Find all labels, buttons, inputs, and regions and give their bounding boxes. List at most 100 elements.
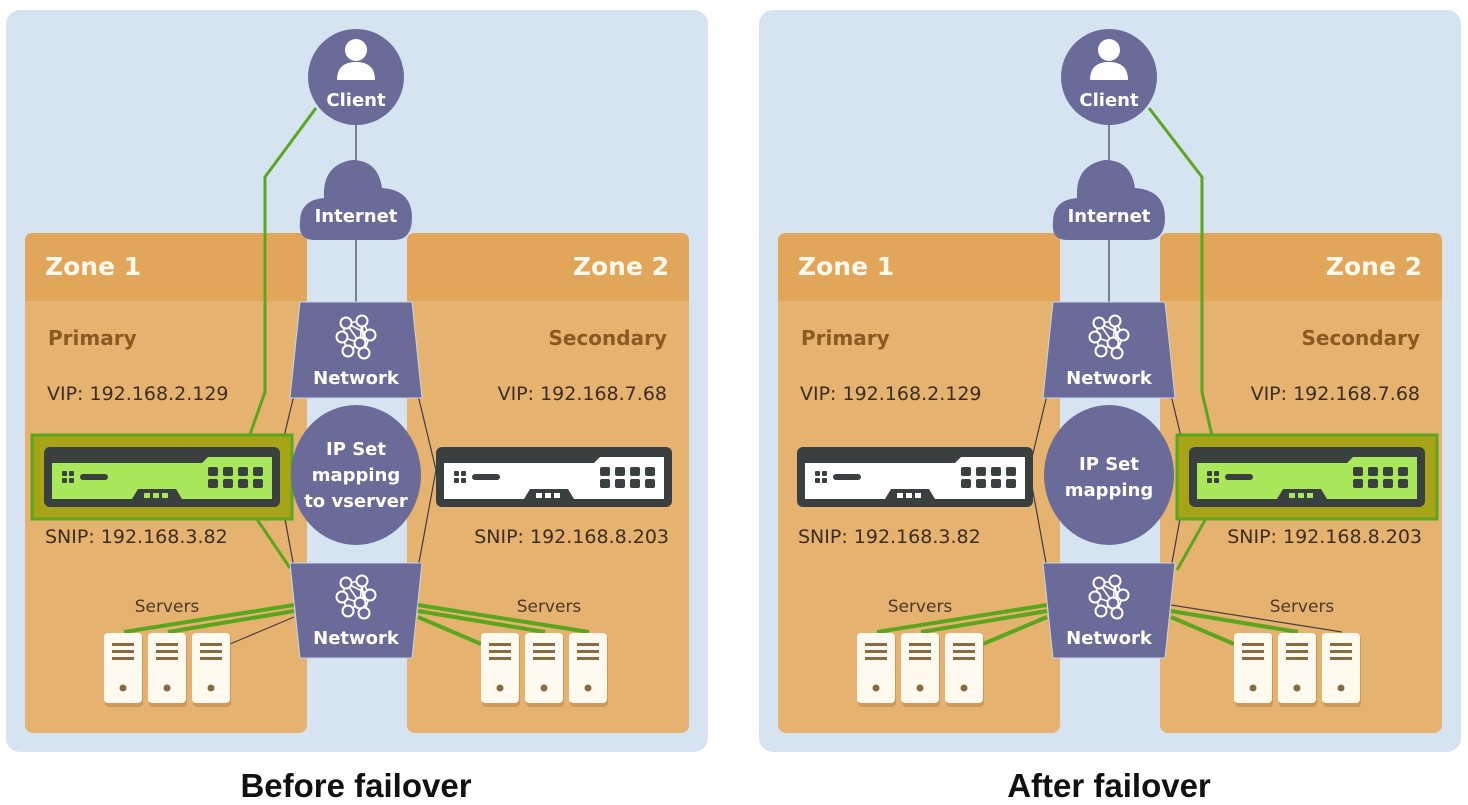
zone-role-label: Secondary xyxy=(1301,326,1420,350)
ipset-circle xyxy=(291,405,421,545)
port xyxy=(1006,467,1016,476)
server-link xyxy=(229,616,295,645)
network-node-bottom: Network xyxy=(1042,562,1176,659)
port xyxy=(1398,467,1408,476)
zone-role-label: Primary xyxy=(801,326,890,350)
status-bar xyxy=(1225,474,1253,480)
server-icon xyxy=(192,633,231,707)
zone-header xyxy=(778,233,1060,301)
zone-title: Zone 2 xyxy=(1326,252,1422,281)
port xyxy=(645,467,655,476)
server-led xyxy=(584,684,592,692)
zone-header xyxy=(25,233,307,301)
network-mesh-icon xyxy=(335,314,377,360)
network-label: Network xyxy=(1066,368,1153,389)
netscaler-appliance-zone1 xyxy=(797,447,1033,507)
vip-label: VIP: 192.168.2.129 xyxy=(800,383,982,405)
network-shape xyxy=(1042,562,1176,659)
client-label: Client xyxy=(1079,90,1139,111)
led xyxy=(1298,493,1304,498)
port xyxy=(961,467,971,476)
network-node-top: Network xyxy=(289,301,423,399)
server-link xyxy=(167,609,295,634)
port xyxy=(238,479,248,488)
network-shape xyxy=(1042,301,1176,399)
port xyxy=(976,467,986,476)
server-link xyxy=(876,603,1048,634)
servers-label: Servers xyxy=(1270,597,1335,617)
user-icon-body xyxy=(337,62,375,80)
snip-label: SNIP: 192.168.3.82 xyxy=(45,526,228,548)
server-led xyxy=(119,684,127,692)
server-led xyxy=(163,684,171,692)
server-led xyxy=(872,684,880,692)
server-icon xyxy=(104,633,143,707)
network-mesh-icon xyxy=(1088,574,1130,620)
server-icon xyxy=(1322,633,1361,707)
port xyxy=(1353,479,1363,488)
internet-node: Internet xyxy=(299,160,412,240)
port xyxy=(630,467,640,476)
led xyxy=(1289,493,1295,498)
diagram-caption: After failover xyxy=(1007,767,1211,804)
network-node-top: Network xyxy=(1042,301,1176,399)
client-to-secondary-path xyxy=(1147,107,1215,441)
led xyxy=(1307,493,1313,498)
network-node-bottom: Network xyxy=(289,562,423,659)
netscaler-appliance-zone2 xyxy=(436,447,672,507)
server-icon xyxy=(525,633,564,707)
client-node: Client xyxy=(1061,29,1157,125)
server-icon xyxy=(901,633,940,707)
port xyxy=(1368,479,1378,488)
server-led xyxy=(540,684,548,692)
network-mesh-icon xyxy=(335,574,377,620)
server-led xyxy=(916,684,924,692)
ipset-circle xyxy=(1044,405,1174,545)
led xyxy=(897,493,903,498)
server-icon xyxy=(1278,633,1317,707)
diagram-caption: Before failover xyxy=(240,767,471,804)
port xyxy=(208,467,218,476)
port xyxy=(1006,479,1016,488)
servers-label: Servers xyxy=(888,597,953,617)
port xyxy=(1383,479,1393,488)
server-link xyxy=(920,609,1048,634)
port xyxy=(208,479,218,488)
ipset-label-line: IP Set xyxy=(326,439,386,460)
servers-label: Servers xyxy=(135,597,200,617)
server-icon xyxy=(148,633,187,707)
port xyxy=(976,479,986,488)
server-link xyxy=(1170,604,1343,633)
port xyxy=(1368,467,1378,476)
port xyxy=(991,479,1001,488)
server-link xyxy=(417,615,482,646)
server-link xyxy=(1170,609,1299,634)
port xyxy=(1353,467,1363,476)
port xyxy=(991,467,1001,476)
led xyxy=(162,493,168,498)
server-link xyxy=(123,603,295,634)
status-bar xyxy=(833,474,861,480)
network-shape xyxy=(289,562,423,659)
zone-role-label: Primary xyxy=(48,326,137,350)
network-mesh-icon xyxy=(1088,314,1130,360)
led xyxy=(554,493,560,498)
zone-header xyxy=(407,233,689,301)
server-icon xyxy=(857,633,896,707)
port xyxy=(253,467,263,476)
user-icon-body xyxy=(1090,62,1128,80)
netscaler-appliance-zone2 xyxy=(1175,433,1439,521)
port xyxy=(223,467,233,476)
server-link xyxy=(982,615,1048,646)
status-bar xyxy=(80,474,108,480)
vip-label: VIP: 192.168.2.129 xyxy=(47,383,229,405)
vip-label: VIP: 192.168.7.68 xyxy=(498,383,667,405)
server-led xyxy=(1249,684,1257,692)
servers-label: Servers xyxy=(517,597,582,617)
client-to-primary-path xyxy=(246,107,318,441)
